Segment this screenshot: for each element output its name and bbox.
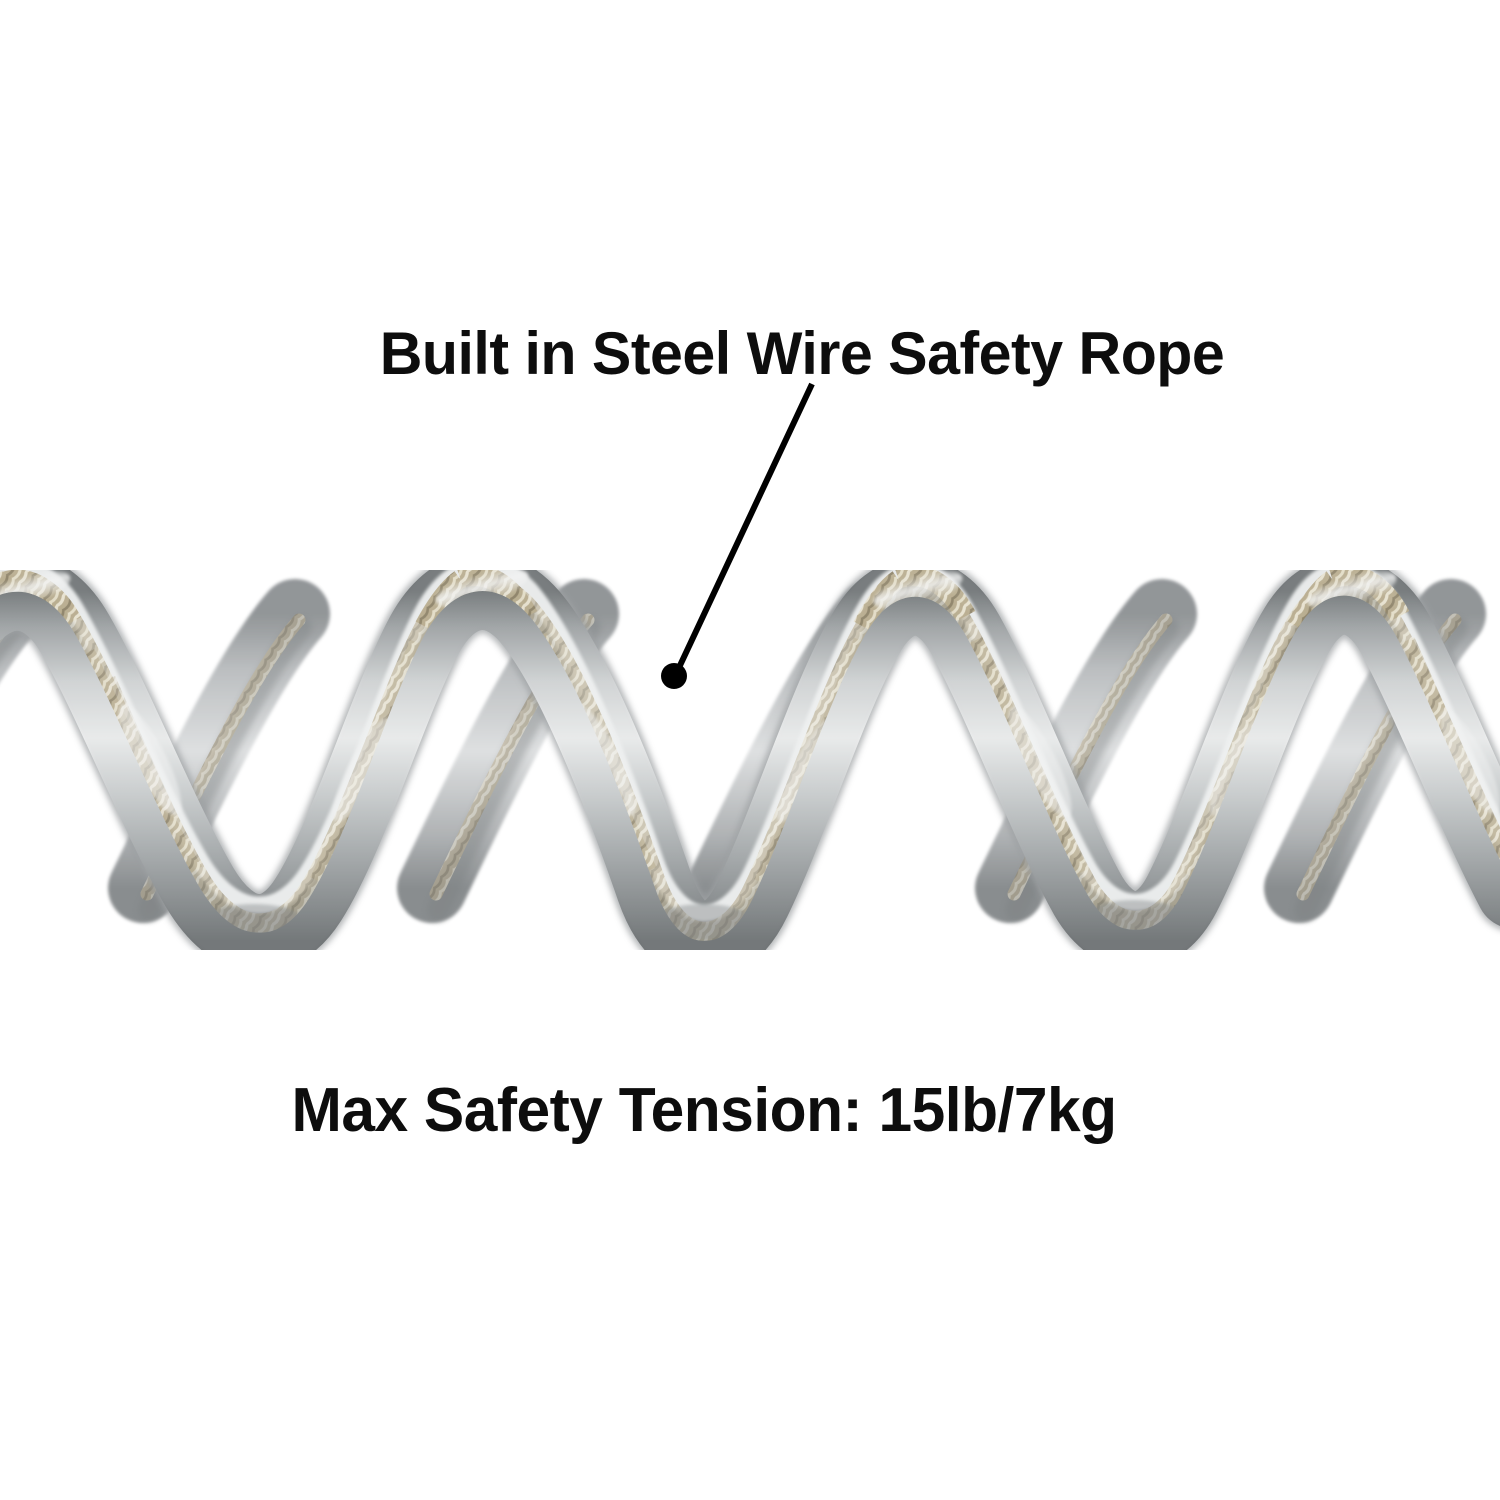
- headline-label: Built in Steel Wire Safety Rope: [379, 320, 1225, 387]
- max-tension-label: Max Safety Tension: 15lb/7kg: [291, 1076, 1117, 1145]
- coiled-safety-tether-image: [0, 570, 1500, 950]
- coil-front-strands: [0, 570, 1500, 950]
